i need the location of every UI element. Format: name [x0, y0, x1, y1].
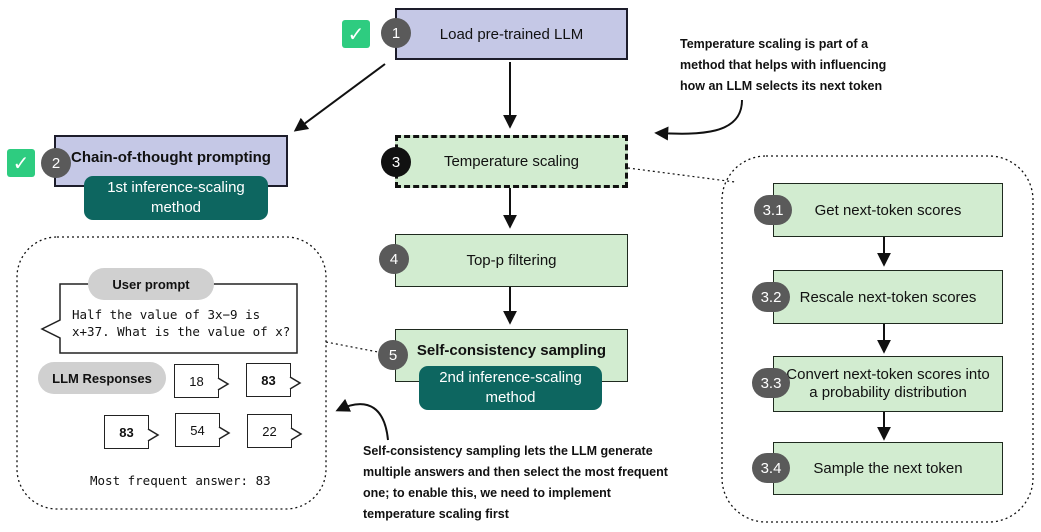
prompt-bubble — [40, 283, 298, 354]
substep-3-4-box: Sample the next token — [773, 442, 1003, 495]
step-3-number: 3 — [381, 147, 411, 177]
arrow-1-to-2 — [293, 63, 386, 132]
substep-3-1-box: Get next-token scores — [773, 183, 1003, 237]
inference-scaling-tag-1: 1st inference-scaling method — [84, 176, 268, 220]
step-3-box: Temperature scaling — [395, 135, 628, 188]
response-value: 83 — [261, 372, 276, 388]
step-1-number: 1 — [381, 18, 411, 48]
prompt-text: Half the value of 3x−9 is x+37. What is … — [72, 307, 291, 339]
user-prompt-pill: User prompt — [88, 268, 214, 300]
self-consistency-annotation: Self-consistency sampling lets the LLM g… — [363, 444, 668, 521]
response-card: 83 — [246, 363, 291, 397]
substep-3-2-label: Rescale next-token scores — [799, 288, 977, 306]
example-frame — [16, 236, 327, 510]
step-1-label: Load pre-trained LLM — [439, 25, 584, 43]
response-card: 83 — [104, 415, 149, 449]
step-2-number: 2 — [41, 148, 71, 178]
substep-3-1-number: 3.1 — [754, 195, 792, 225]
step-4-label: Top-p filtering — [466, 252, 557, 269]
checkmark-icon: ✓ — [342, 20, 370, 48]
substep-3-3-label: Convert next-token scores into a probabi… — [786, 366, 990, 401]
substep-3-4-number: 3.4 — [752, 453, 790, 483]
step-4-box: Top-p filtering — [395, 234, 628, 287]
step-5-number: 5 — [378, 340, 408, 370]
inference-scaling-tag-2: 2nd inference-scaling method — [419, 366, 602, 410]
step-3-label: Temperature scaling — [443, 153, 580, 170]
step-2-label: Chain-of-thought prompting — [71, 149, 271, 166]
substep-3-3-box: Convert next-token scores into a probabi… — [773, 356, 1003, 412]
substep-3-4-label: Sample the next token — [813, 460, 963, 477]
response-card: 22 — [247, 414, 292, 448]
checkmark-icon: ✓ — [7, 149, 35, 177]
substep-3-3-number: 3.3 — [752, 368, 790, 398]
llm-responses-pill: LLM Responses — [38, 362, 166, 394]
dotted-link-5-to-example — [325, 341, 379, 353]
temperature-callout-arrow — [654, 99, 743, 141]
response-value: 22 — [262, 423, 277, 439]
step-5-label: Self-consistency sampling — [416, 342, 607, 359]
substep-3-2-box: Rescale next-token scores — [773, 270, 1003, 324]
response-value: 83 — [119, 424, 134, 440]
substep-3-1-label: Get next-token scores — [814, 201, 962, 219]
step-4-number: 4 — [379, 244, 409, 274]
substep-3-2-number: 3.2 — [752, 282, 790, 312]
response-card: 18 — [174, 364, 219, 398]
dotted-link-3-to-substeps — [627, 167, 736, 183]
substeps-frame — [721, 155, 1034, 523]
response-value: 18 — [189, 373, 204, 389]
step-1-box: Load pre-trained LLM — [395, 8, 628, 60]
most-frequent-answer: Most frequent answer: 83 — [90, 473, 271, 488]
self-consistency-callout-arrow — [335, 398, 389, 441]
response-value: 54 — [190, 422, 205, 438]
temperature-annotation: Temperature scaling is part of a method … — [680, 37, 887, 93]
response-card: 54 — [175, 413, 220, 447]
